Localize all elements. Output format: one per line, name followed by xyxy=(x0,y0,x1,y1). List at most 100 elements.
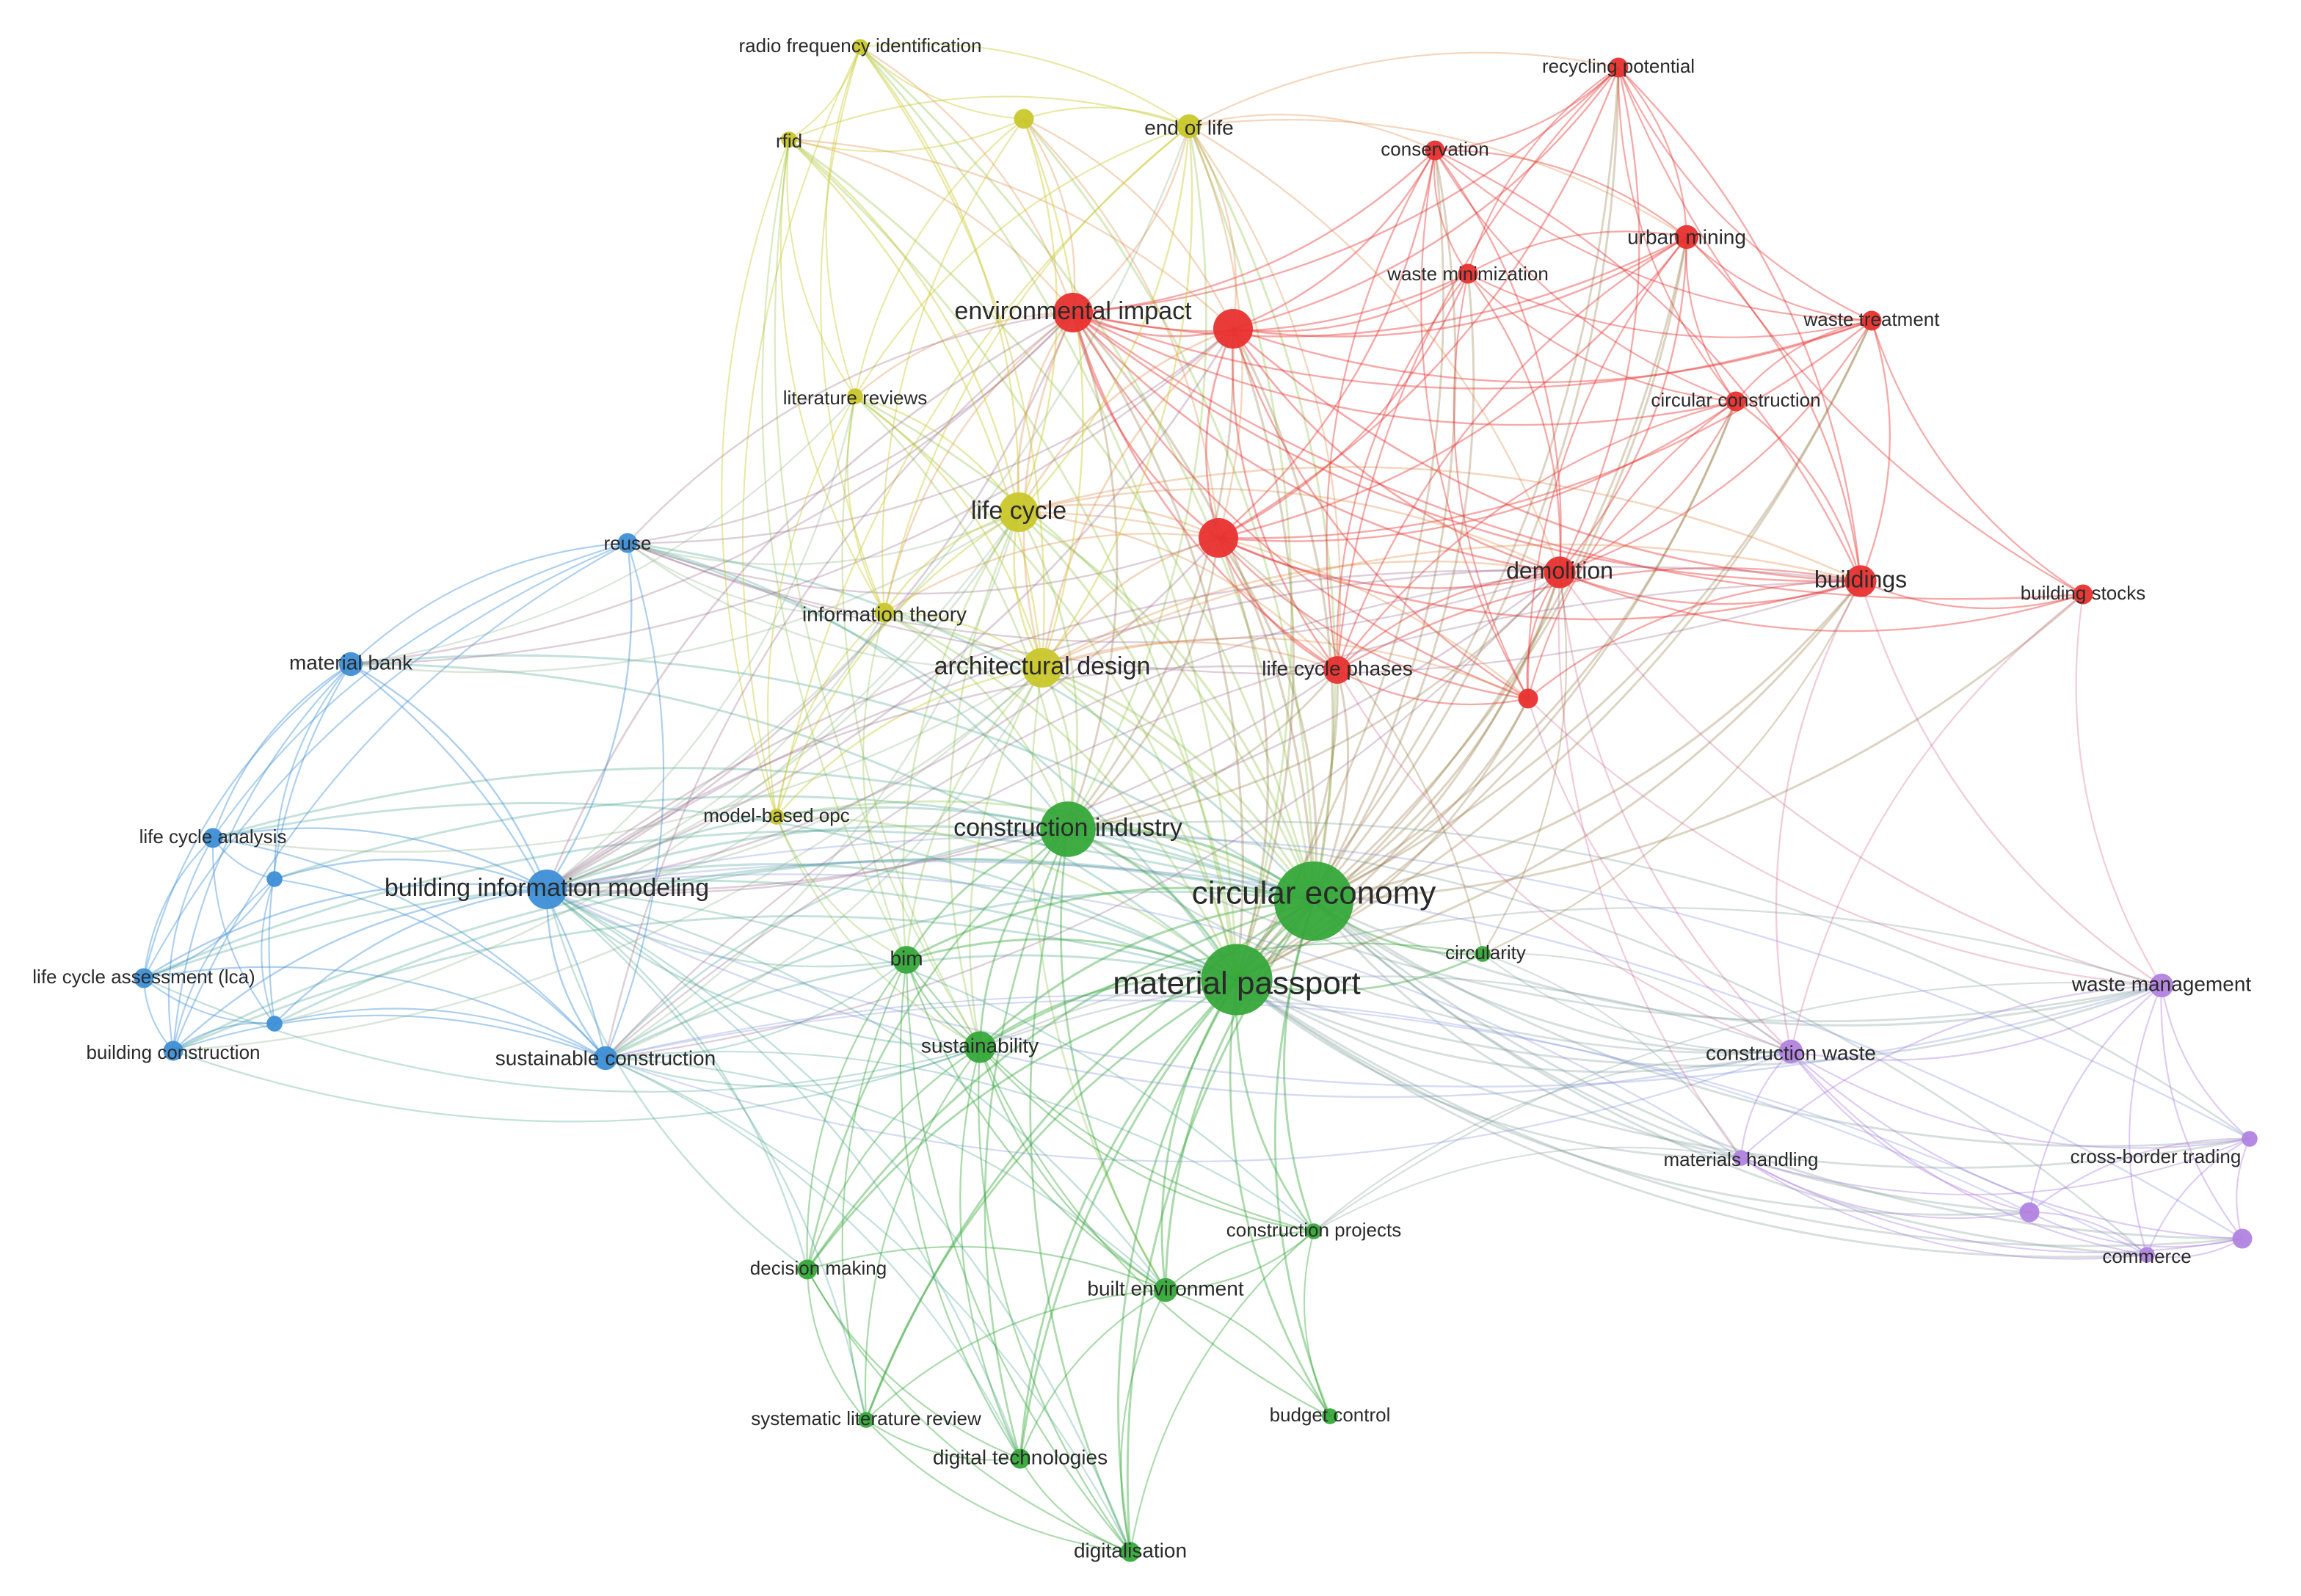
network-edge xyxy=(1232,327,1862,583)
network-edge xyxy=(1164,1230,1315,1291)
keyword-node-bs[interactable] xyxy=(2073,584,2093,605)
network-edge xyxy=(211,827,548,891)
keyword-node-lcp[interactable] xyxy=(1323,656,1351,684)
network-edge xyxy=(604,1051,1315,1233)
keyword-node-ei[interactable] xyxy=(1053,293,1093,332)
keyword-node-r6[interactable] xyxy=(1213,309,1253,349)
keyword-node-rfid[interactable] xyxy=(781,131,797,147)
keyword-node-mb[interactable] xyxy=(338,652,363,677)
network-edge xyxy=(273,878,607,1060)
network-edge xyxy=(978,906,2163,1049)
keyword-node-cons[interactable] xyxy=(1425,140,1445,161)
network-edge xyxy=(1217,536,1317,903)
network-edge xyxy=(1041,560,1561,669)
network-edge xyxy=(862,611,908,961)
keyword-node-eol[interactable] xyxy=(1177,114,1202,139)
keyword-node-dig[interactable] xyxy=(1120,1542,1141,1562)
network-edge xyxy=(775,815,1238,981)
keyword-node-mbo[interactable] xyxy=(768,809,785,825)
keyword-node-cc[interactable] xyxy=(1726,391,1746,412)
network-edge xyxy=(1022,117,1235,330)
keyword-node-cw[interactable] xyxy=(1778,1039,1803,1064)
keyword-node-bld[interactable] xyxy=(1844,565,1877,597)
network-edge xyxy=(273,1007,607,1060)
keyword-node-wt[interactable] xyxy=(1861,310,1882,331)
network-edge xyxy=(899,958,1022,1460)
keyword-node-com[interactable] xyxy=(2139,1247,2155,1263)
keyword-node-sus[interactable] xyxy=(964,1031,996,1063)
network-edge xyxy=(1312,900,2148,1256)
keyword-node-b7[interactable] xyxy=(266,1016,283,1032)
keyword-node-wm[interactable] xyxy=(2149,973,2174,998)
keyword-node-um[interactable] xyxy=(1674,225,1699,249)
keyword-node-bim[interactable] xyxy=(893,946,920,974)
keyword-node-slr[interactable] xyxy=(858,1412,874,1428)
network-edge xyxy=(1481,571,1568,955)
keyword-node-cp[interactable] xyxy=(1306,1223,1322,1239)
keyword-node-circ[interactable] xyxy=(1475,946,1491,962)
network-edge xyxy=(806,900,1315,1271)
network-edge xyxy=(142,977,981,1093)
keyword-node-bimm[interactable] xyxy=(527,870,567,909)
network-edge xyxy=(883,511,1020,614)
network-edge xyxy=(854,395,1315,903)
network-edge xyxy=(1041,666,1238,981)
keyword-node-r14[interactable] xyxy=(1518,688,1538,709)
network-edge xyxy=(273,859,548,891)
keyword-node-lca2[interactable] xyxy=(134,968,154,988)
network-edge xyxy=(349,327,1235,666)
keyword-node-r9[interactable] xyxy=(1199,518,1238,558)
network-edge xyxy=(349,511,1020,674)
keyword-node-lc[interactable] xyxy=(999,492,1039,532)
keyword-node-lr[interactable] xyxy=(847,388,863,404)
keyword-label-lca1: life cycle analysis xyxy=(139,826,287,848)
network-edge xyxy=(545,888,2163,1088)
network-edge xyxy=(545,395,857,891)
network-edge xyxy=(1481,952,1742,1159)
network-edge xyxy=(172,666,1044,1052)
keyword-node-dm[interactable] xyxy=(797,1259,818,1280)
network-edge xyxy=(545,888,908,968)
keyword-node-lca1[interactable] xyxy=(203,828,223,848)
network-edge xyxy=(978,977,1238,1049)
network-edge xyxy=(2160,984,2251,1140)
network-edge xyxy=(1859,580,2084,610)
network-edge xyxy=(604,828,1069,1060)
keyword-node-dem[interactable] xyxy=(1544,556,1576,589)
keyword-node-ci[interactable] xyxy=(1040,801,1096,857)
network-edge xyxy=(854,395,1020,514)
keyword-node-rp[interactable] xyxy=(1608,57,1629,78)
keyword-node-it[interactable] xyxy=(874,602,895,623)
keyword-node-p5[interactable] xyxy=(2019,1202,2040,1222)
network-edge xyxy=(1336,571,1561,671)
network-edge xyxy=(1164,1230,1315,1291)
network-edge xyxy=(1229,978,1331,1418)
network-edge xyxy=(1030,666,1167,1291)
keyword-label-bs: building stocks xyxy=(2021,582,2146,604)
keyword-node-ad[interactable] xyxy=(1022,648,1062,688)
keyword-node-p7[interactable] xyxy=(2232,1228,2253,1249)
keyword-node-ce[interactable] xyxy=(1274,861,1353,941)
keyword-node-dt[interactable] xyxy=(1010,1449,1030,1469)
network-edge xyxy=(1072,311,1862,583)
keyword-node-wmin[interactable] xyxy=(1458,263,1478,284)
keyword-node-mh[interactable] xyxy=(1733,1150,1749,1166)
keyword-node-be[interactable] xyxy=(1153,1278,1178,1302)
network-edge xyxy=(545,873,1742,1159)
network-edge xyxy=(1740,1156,2031,1220)
network-edge xyxy=(1217,149,1436,539)
keyword-node-bcon[interactable] xyxy=(163,1041,183,1061)
keyword-node-sc[interactable] xyxy=(593,1046,618,1071)
keyword-node-y3[interactable] xyxy=(1014,109,1034,129)
keyword-node-cbt[interactable] xyxy=(2242,1131,2258,1147)
keyword-label-mp: material passport xyxy=(1113,966,1360,1002)
keyword-node-rfi[interactable] xyxy=(852,39,868,55)
keyword-node-bc[interactable] xyxy=(1322,1408,1338,1424)
network-edge xyxy=(1336,236,1688,671)
network-edge xyxy=(806,1268,1022,1460)
network-edge xyxy=(1066,828,2148,1256)
keyword-node-reuse[interactable] xyxy=(617,533,638,553)
keyword-node-mp[interactable] xyxy=(1201,944,1273,1016)
network-edge xyxy=(1188,125,1293,981)
keyword-node-b4[interactable] xyxy=(266,871,283,887)
